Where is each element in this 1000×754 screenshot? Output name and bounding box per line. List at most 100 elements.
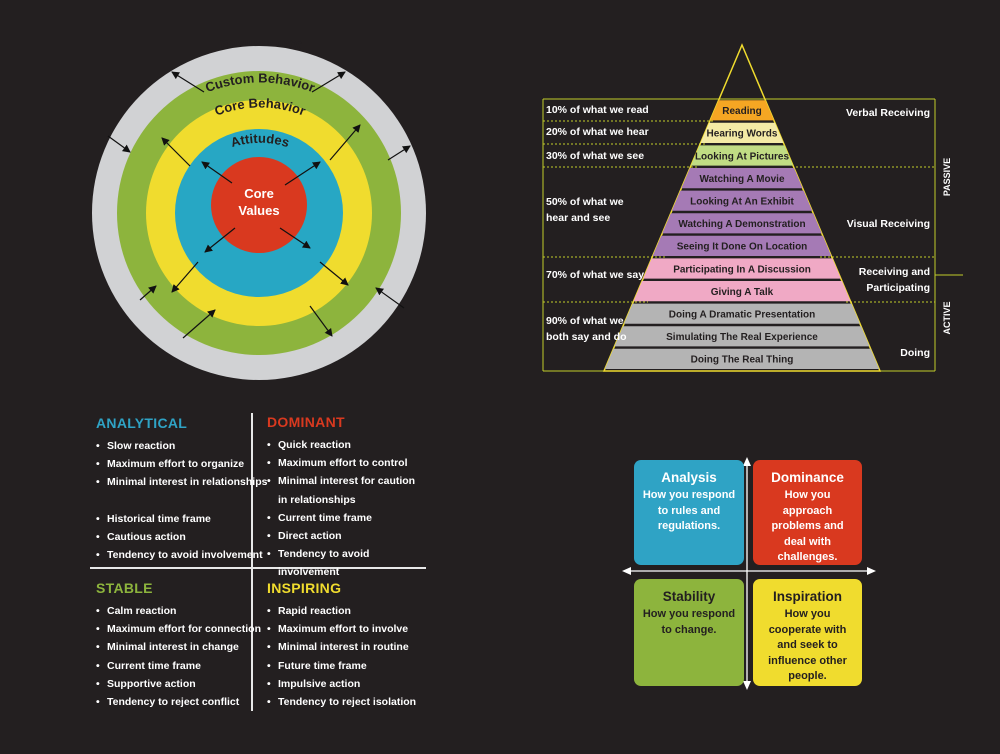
list-item: Tendency to avoid involvement: [96, 546, 267, 564]
arrow: [387, 145, 411, 161]
list-item: Cautious action: [96, 528, 267, 546]
pyramid-tier: [643, 258, 841, 279]
pyramid-tier: [662, 213, 822, 234]
pyramid-tier: [623, 303, 861, 324]
pyramid-tier-label: Participating In A Discussion: [673, 264, 811, 275]
pyramid-tier-label: Doing The Real Thing: [691, 355, 794, 366]
doing-label: Doing: [900, 347, 930, 359]
analysis-box: Analysis How you respond to rules and re…: [634, 460, 744, 565]
inspiration-title: Inspiration: [772, 589, 842, 604]
list-item: Calm reaction: [96, 602, 261, 620]
list-item: Slow reaction: [96, 437, 267, 455]
pyramid-tier-label: Doing A Dramatic Presentation: [669, 310, 816, 321]
attitudes-label: Attitudes: [229, 131, 291, 150]
dominance-box: Dominance How you approach problems and …: [753, 460, 862, 565]
behavior-circle-diagram: Environment Custom Behavior Core Behavio…: [92, 40, 426, 380]
pyramid-tier: [700, 122, 784, 143]
pyramid-tier-label: Giving A Talk: [711, 287, 774, 298]
dominance-desc: How you approach problems and deal with …: [771, 489, 844, 563]
list-item: Minimal interest for caution in relation…: [267, 472, 427, 508]
receiving-participating-2: Participating: [866, 282, 930, 294]
core-values-circle: [211, 157, 307, 253]
list-item: Future time frame: [267, 657, 416, 675]
list-item: Impulsive action: [267, 675, 416, 693]
dominant-title: DOMINANT: [267, 414, 345, 430]
core-values-label-line2: Values: [238, 203, 279, 218]
arrow-up-icon: [743, 457, 751, 466]
pyramid-tier: [633, 281, 851, 302]
visual-receiving: Visual Receiving: [847, 218, 930, 230]
list-item: Tendency to reject conflict: [96, 693, 261, 711]
pyramid-tier: [681, 168, 803, 189]
arrow: [329, 124, 361, 161]
stable-title: STABLE: [96, 580, 153, 596]
pyramid-tier-label: Hearing Words: [707, 129, 778, 140]
pct-say-do-1: 90% of what we: [546, 315, 624, 327]
arrow: [161, 137, 191, 167]
dominance-title: Dominance: [771, 470, 844, 485]
passive-label: PASSIVE: [942, 158, 952, 196]
arrow: [139, 285, 157, 301]
analytical-section: ANALYTICAL Slow reaction Maximum effort …: [96, 415, 267, 564]
pyramid-tier: [604, 348, 880, 369]
pct-hear-see-1: 50% of what we: [546, 196, 624, 208]
list-item: Tendency to reject isolation: [267, 693, 416, 711]
disc-axes: [622, 457, 876, 690]
list-item: Maximum effort to involve: [267, 620, 416, 638]
stability-box: Stability How you respond to change.: [634, 579, 744, 686]
arrow: [204, 227, 236, 253]
list-item: Rapid reaction: [267, 602, 416, 620]
analysis-title: Analysis: [661, 470, 717, 485]
pyramid-tier-label: Reading: [722, 106, 761, 117]
pyramid-tier-label: Looking At An Exhibit: [690, 197, 794, 208]
pct-hear: 20% of what we hear: [546, 126, 649, 138]
pyramid-tier: [690, 145, 794, 166]
arrow: [171, 71, 205, 93]
list-item: Maximum effort for connection: [96, 620, 261, 638]
inspiration-box: Inspiration How you cooperate with and s…: [753, 579, 862, 686]
dominant-section: DOMINANT Quick reaction Maximum effort t…: [267, 414, 427, 582]
arrow: [309, 305, 333, 337]
list-item: Current time frame: [96, 657, 261, 675]
pyramid-tier: [614, 326, 870, 347]
list-item: Maximum effort to control: [267, 454, 427, 472]
pct-hear-see-2: hear and see: [546, 212, 610, 224]
analysis-desc: How you respond to rules and regulations…: [642, 489, 736, 532]
pyramid-tier-label: Watching A Demonstration: [678, 219, 805, 230]
arrow: [201, 161, 233, 184]
arrow: [284, 161, 321, 186]
list-item: Maximum effort to organize: [96, 455, 267, 473]
pct-say-do-2: both say and do: [546, 331, 627, 343]
core-values-label-line1: Core: [244, 186, 274, 201]
pyramid-tier-label: Looking At Pictures: [695, 151, 790, 162]
list-item: Direct action: [267, 527, 427, 545]
arrow: [171, 261, 199, 293]
inspiration-desc: How you cooperate with and seek to influ…: [768, 608, 847, 682]
active-label: ACTIVE: [942, 301, 952, 334]
arrow: [319, 261, 349, 286]
pyramid-tier: [671, 190, 813, 211]
pyramid-tier-label: Seeing It Done On Location: [677, 242, 808, 253]
inspiring-title: INSPIRING: [267, 580, 342, 596]
list-item: Minimal interest in change: [96, 638, 261, 656]
arrow-left-icon: [622, 567, 631, 575]
stability-title: Stability: [662, 589, 716, 604]
verbal-receiving: Verbal Receiving: [846, 107, 930, 119]
pct-see: 30% of what we see: [546, 150, 644, 162]
pyramid-tier-label: Watching A Movie: [700, 174, 785, 185]
arrow: [375, 287, 405, 309]
quadrant-divider-horizontal: [90, 567, 426, 569]
arrow: [182, 309, 216, 339]
pct-read: 10% of what we read: [546, 104, 649, 116]
pct-say: 70% of what we say: [546, 269, 644, 281]
list-item: Quick reaction: [267, 436, 427, 454]
list-item: Current time frame: [267, 509, 427, 527]
list-item: Minimal interest in routine: [267, 638, 416, 656]
list-item: Historical time frame: [96, 510, 267, 528]
analytical-title: ANALYTICAL: [96, 415, 188, 431]
arrow: [311, 71, 346, 93]
arrow-down-icon: [743, 681, 751, 690]
list-item: Tendency to avoid involvement: [267, 545, 427, 581]
pyramid-tier: [710, 100, 774, 121]
